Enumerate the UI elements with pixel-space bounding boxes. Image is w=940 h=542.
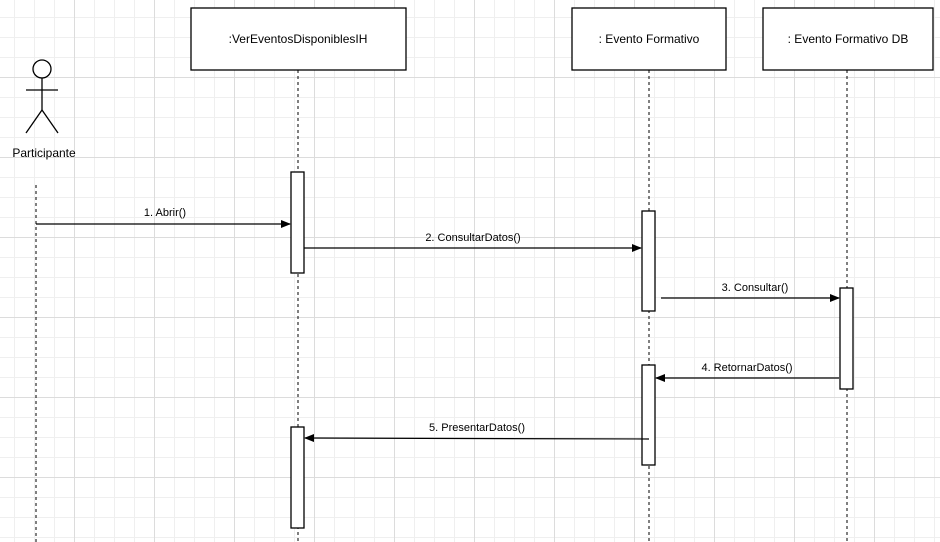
lifeline-ih-box: [190, 7, 407, 71]
lifeline-ih[interactable]: :VerEventosDisponiblesIH: [190, 7, 407, 71]
activation-ih-2: [290, 426, 305, 529]
message-consultar-datos-label: 2. ConsultarDatos(): [425, 232, 520, 244]
actor-left-leg: [25, 109, 43, 134]
lifeline-db[interactable]: : Evento Formativo DB: [762, 7, 934, 71]
activation-ih-1: [290, 171, 305, 274]
message-consultar-label: 3. Consultar(): [722, 282, 789, 294]
lifeline-db-label: : Evento Formativo DB: [788, 32, 909, 46]
message-consultar-datos[interactable]: 2. ConsultarDatos(): [304, 232, 642, 252]
activation-ef-2: [641, 364, 656, 466]
actor-right-leg: [41, 109, 59, 134]
participante-actor[interactable]: Participante: [12, 59, 76, 160]
message-consultar[interactable]: 3. Consultar(): [661, 282, 840, 302]
actor-head: [32, 59, 52, 79]
activation-ef-1: [641, 210, 656, 312]
message-abrir-label: 1. Abrir(): [144, 207, 186, 219]
lifeline-ih-label: :VerEventosDisponiblesIH: [229, 32, 368, 46]
actor-label: Participante: [12, 146, 76, 160]
message-presentar-datos-arrow: [304, 434, 650, 443]
message-abrir[interactable]: 1. Abrir(): [36, 207, 291, 228]
lifeline-ef[interactable]: : Evento Formativo: [571, 7, 727, 71]
lifeline-ef-label: : Evento Formativo: [599, 32, 700, 46]
message-retornar-datos-label: 4. RetornarDatos(): [701, 362, 792, 374]
message-presentar-datos-label: 5. PresentarDatos(): [429, 422, 525, 434]
message-retornar-datos[interactable]: 4. RetornarDatos(): [655, 362, 839, 382]
lifeline-db-box: [762, 7, 934, 71]
activation-db-1: [839, 287, 854, 390]
message-presentar-datos[interactable]: 5. PresentarDatos(): [304, 422, 650, 443]
